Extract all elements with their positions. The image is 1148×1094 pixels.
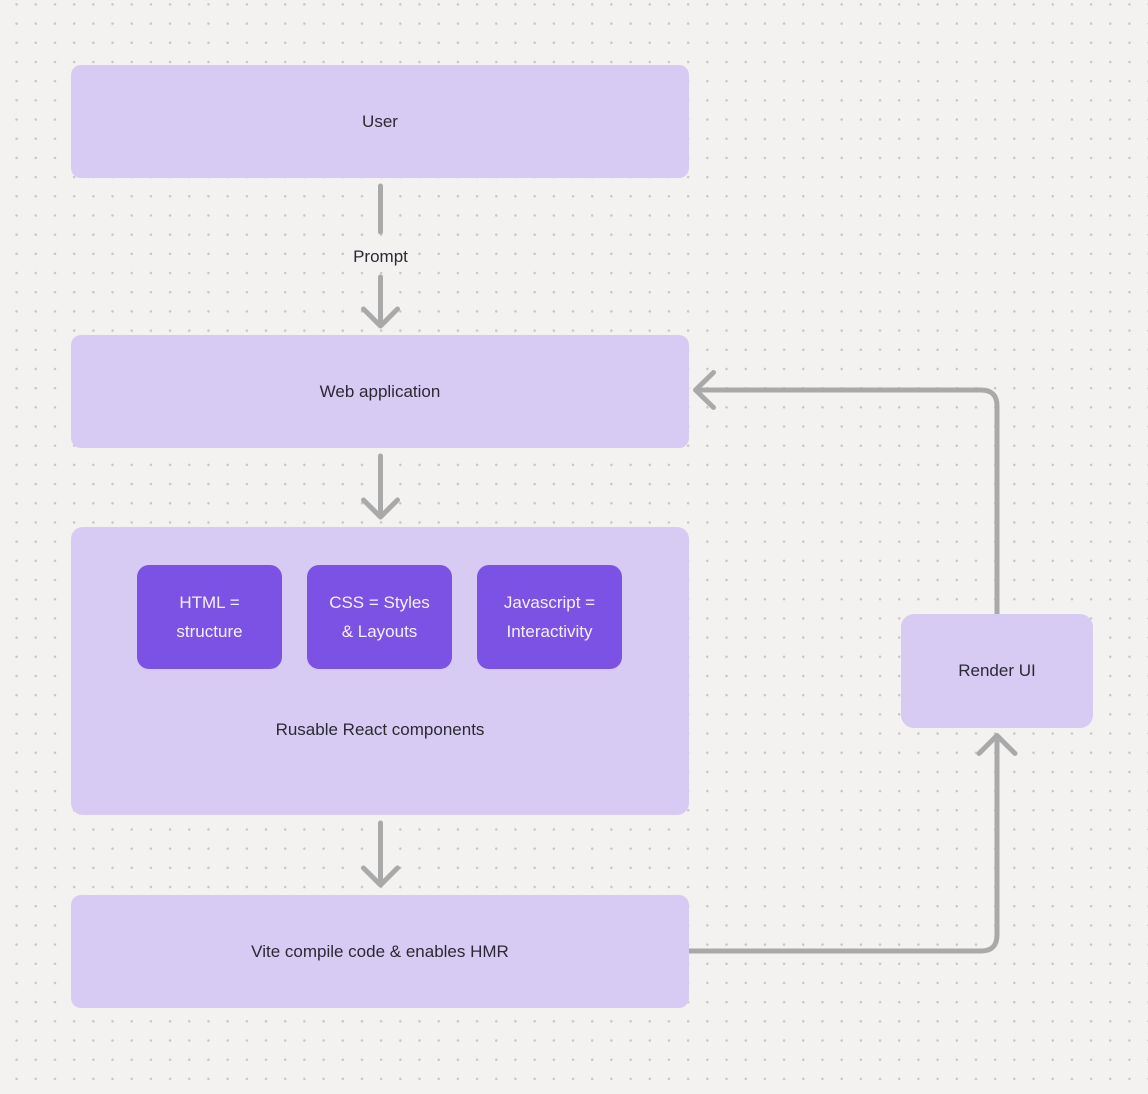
edge-render-to-webapp-line xyxy=(698,387,1000,617)
edge-vite-to-render-line xyxy=(686,739,1000,954)
node-user: User xyxy=(71,65,689,178)
components-group-caption: Rusable React components xyxy=(275,720,485,739)
arrowhead-down-webapp xyxy=(361,306,400,329)
node-vite: Vite compile code & enables HMR xyxy=(71,895,689,1008)
arrowhead-down-group xyxy=(361,497,400,520)
node-html: HTML = structure xyxy=(137,565,282,669)
arrowhead-down-vite xyxy=(361,865,400,888)
arrowhead-left-webapp xyxy=(693,370,716,410)
node-user-label: User xyxy=(362,111,398,131)
node-web-application: Web application xyxy=(71,335,689,448)
node-javascript-label: Javascript = Interactivity xyxy=(503,593,596,641)
node-render-ui: Render UI xyxy=(901,614,1093,728)
edge-label-prompt: Prompt xyxy=(353,247,408,266)
node-javascript: Javascript = Interactivity xyxy=(477,565,622,669)
node-css: CSS = Styles & Layouts xyxy=(307,565,452,669)
node-vite-label: Vite compile code & enables HMR xyxy=(251,941,509,961)
node-web-application-label: Web application xyxy=(319,381,441,401)
arrowhead-up-render xyxy=(976,733,1018,756)
node-css-label: CSS = Styles & Layouts xyxy=(329,593,430,641)
node-render-ui-label: Render UI xyxy=(958,661,1036,680)
node-html-label: HTML = structure xyxy=(176,593,243,641)
